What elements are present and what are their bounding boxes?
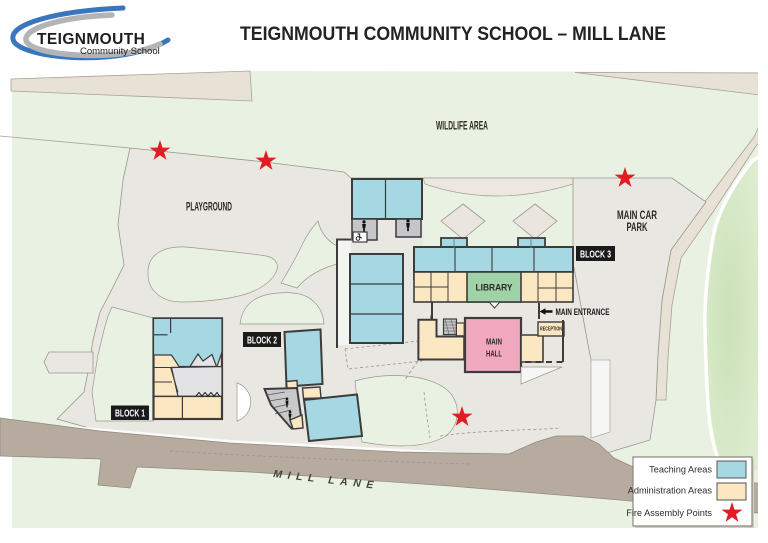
svg-text:BLOCK 1: BLOCK 1	[115, 408, 145, 420]
svg-text:MAIN ENTRANCE: MAIN ENTRANCE	[556, 307, 610, 318]
svg-text:MAIN CAR: MAIN CAR	[617, 210, 657, 222]
svg-text:Fire Assembly Points: Fire Assembly Points	[626, 508, 712, 518]
svg-text:BLOCK 2: BLOCK 2	[247, 335, 277, 347]
svg-text:Teaching Areas: Teaching Areas	[649, 465, 712, 475]
svg-text:BLOCK 3: BLOCK 3	[580, 249, 611, 261]
svg-text:Community School: Community School	[80, 46, 160, 57]
svg-text:PARK: PARK	[627, 222, 648, 234]
svg-text:Administration Areas: Administration Areas	[628, 486, 713, 496]
svg-text:TEIGNMOUTH: TEIGNMOUTH	[37, 31, 145, 48]
svg-text:MAIN: MAIN	[486, 338, 502, 347]
svg-text:PLAYGROUND: PLAYGROUND	[186, 202, 232, 214]
svg-text:RECEPTION: RECEPTION	[540, 327, 562, 333]
svg-text:WILDLIFE AREA: WILDLIFE AREA	[436, 119, 488, 133]
svg-text:LIBRARY: LIBRARY	[476, 283, 514, 294]
svg-text:HALL: HALL	[486, 350, 502, 359]
svg-text:TEIGNMOUTH COMMUNITY SCHOOL –: TEIGNMOUTH COMMUNITY SCHOOL – MILL LANE	[240, 23, 666, 45]
